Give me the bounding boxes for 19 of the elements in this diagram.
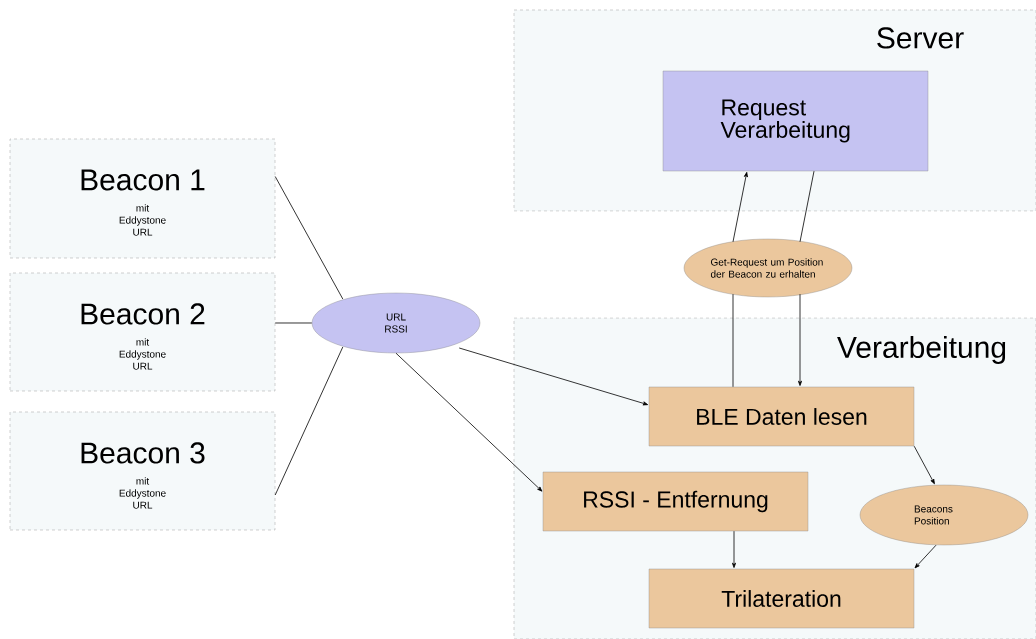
arrow: [395, 352, 543, 492]
arrow: [732, 530, 736, 568]
beacon-box: Beacon 2 mit Eddystone URL: [9, 272, 276, 392]
arrow: [458, 347, 649, 406]
beacon-box: Beacon 1 mit Eddystone URL: [9, 138, 276, 259]
connector-line: [732, 293, 734, 388]
process-box: Request Verarbeitung: [662, 70, 929, 172]
arrow: [798, 293, 802, 386]
process-box: BLE Daten lesen: [648, 386, 915, 447]
arrow: [732, 171, 748, 243]
beacon-box: Beacon 3 mit Eddystone URL: [9, 411, 276, 531]
connector-line: [274, 346, 344, 496]
connector-line: [274, 322, 313, 324]
connector-line: [274, 176, 344, 300]
arrow: [913, 445, 935, 485]
process-box: RSSI - Entfernung: [542, 471, 809, 532]
arrow: [914, 544, 937, 569]
connector-line: [799, 170, 815, 243]
process-box: Trilateration: [648, 568, 915, 629]
